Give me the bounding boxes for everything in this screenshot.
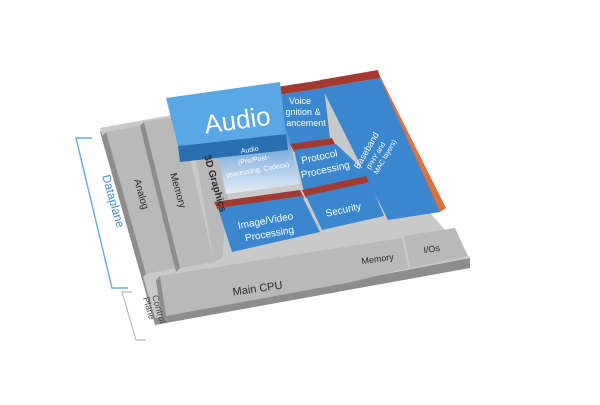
audio-tile	[166, 82, 286, 146]
voice-label-line1: Voice	[289, 96, 311, 106]
audio-sub-label-line1: Audio	[240, 146, 259, 156]
security-red-edge	[302, 176, 370, 198]
ios-label: I/Os	[423, 243, 441, 255]
memory-left-block	[144, 116, 214, 268]
main-cpu-block	[160, 246, 352, 316]
image-red-edge	[214, 190, 304, 210]
voice-label-line3: ancement	[286, 118, 326, 128]
security-block	[306, 182, 384, 230]
baseband-block	[322, 78, 440, 220]
memory-bottom-block	[350, 238, 408, 282]
platform-depth	[100, 128, 470, 325]
memory-bottom-label: Memory	[361, 252, 395, 266]
audio-tile-bottom	[178, 134, 288, 162]
ios-block	[404, 228, 468, 268]
protocol-red-edge	[290, 138, 336, 152]
image-video-block	[218, 196, 320, 252]
analog-block	[106, 126, 176, 274]
voice-red-edge	[270, 80, 324, 96]
voice-label-line2: gnition &	[285, 107, 320, 117]
dataplane-bracket	[75, 137, 128, 289]
control-plane-bracket	[121, 291, 146, 341]
baseband-red-edge	[320, 70, 380, 88]
